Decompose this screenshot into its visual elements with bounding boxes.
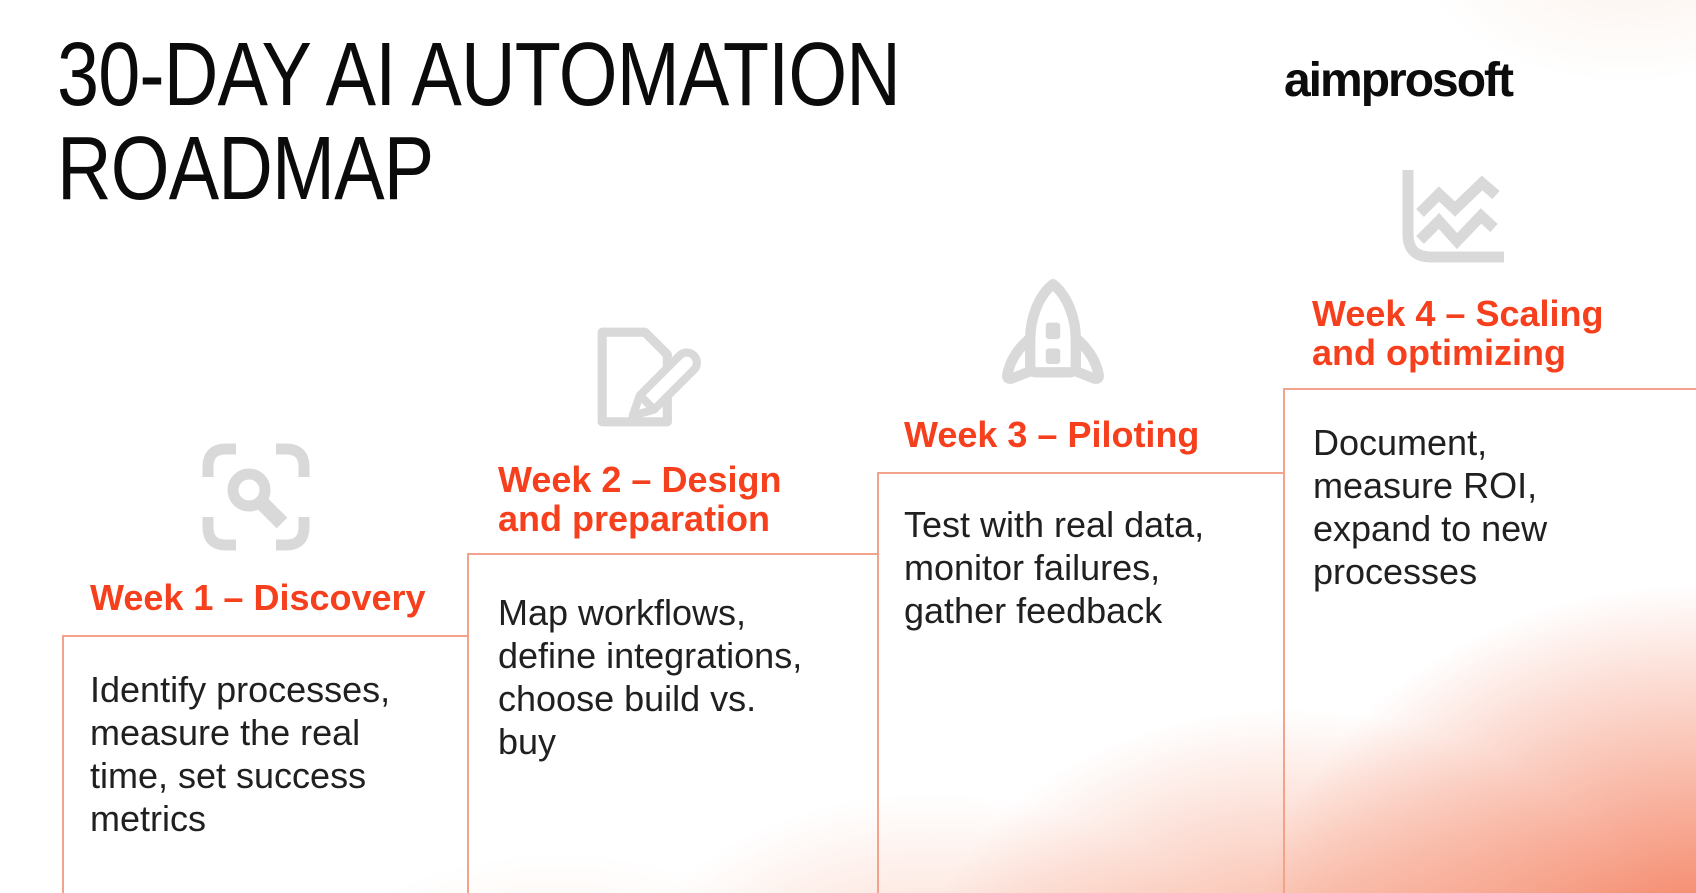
step-body-week4: Document, measure ROI, expand to new pro… <box>1313 422 1548 592</box>
scan-search-icon <box>201 442 311 552</box>
step-heading-week2: Week 2 – Design and preparation <box>498 459 782 539</box>
company-logo: aimprosoft <box>1283 54 1514 107</box>
step-body-week3: Test with real data, monitor failures, g… <box>904 504 1205 631</box>
step-box-week2 <box>467 553 879 893</box>
step-body-week1: Identify processes, measure the real tim… <box>90 669 391 839</box>
rocket-icon <box>996 278 1110 392</box>
step-body-week2: Map workflows, define integrations, choo… <box>498 592 803 762</box>
document-pencil-icon <box>592 320 704 432</box>
step-heading-week1: Week 1 – Discovery <box>90 577 426 618</box>
line-chart-icon <box>1398 166 1510 266</box>
step-heading-week3: Week 3 – Piloting <box>904 414 1200 455</box>
step-box-week1 <box>62 635 469 893</box>
page-title: 30-DAY AI AUTOMATION ROADMAP <box>57 25 901 219</box>
step-heading-week4: Week 4 – Scaling and optimizing <box>1312 293 1604 373</box>
step-box-week3 <box>877 472 1285 893</box>
step-box-week4 <box>1283 388 1696 893</box>
